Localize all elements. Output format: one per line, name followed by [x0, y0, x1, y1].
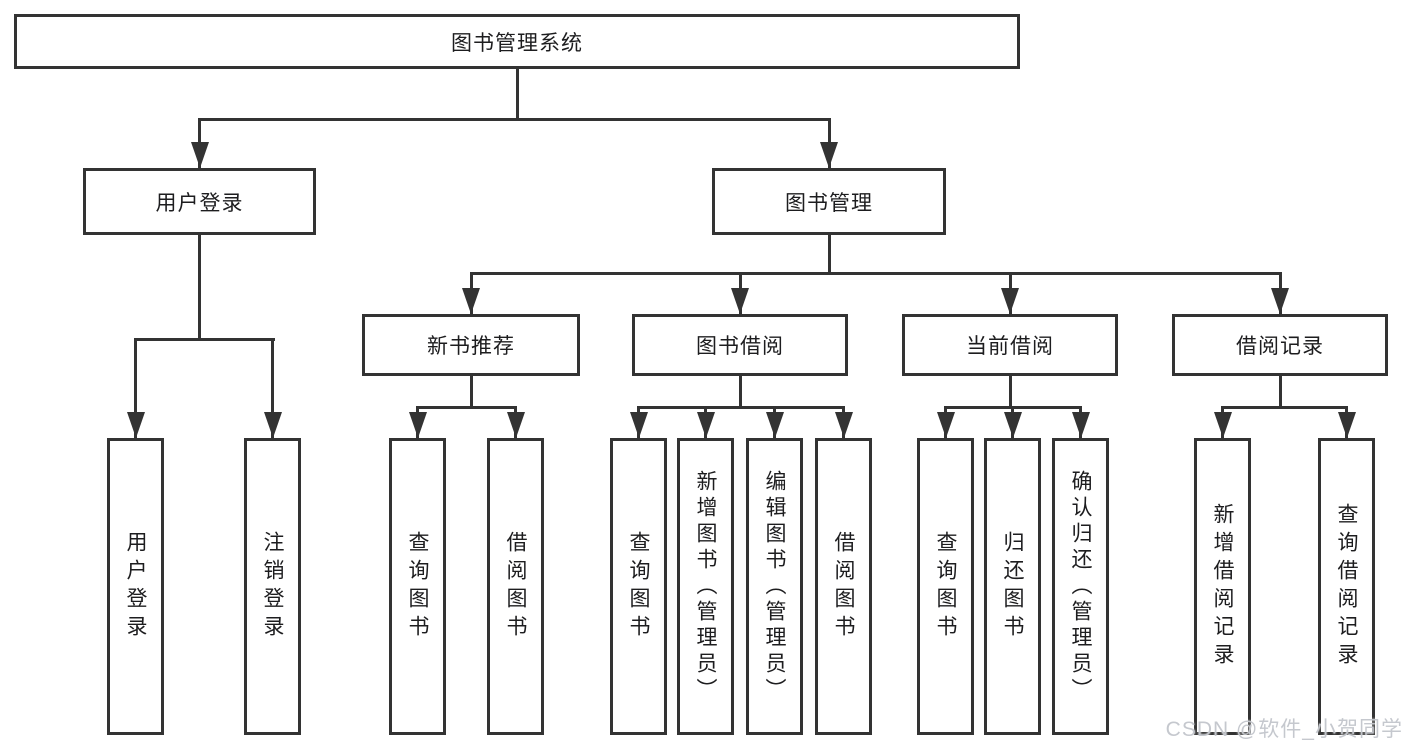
leaf-newbook-borrow-books: 借阅图书 [487, 438, 544, 735]
leaf-user-login-label: 用户登录 [124, 530, 147, 643]
leaf-current-confirm-return-admin-label: 确认归还（管理员） [1069, 469, 1092, 704]
connector-user-login-stem [198, 235, 201, 338]
arrowhead-records-query [1337, 412, 1356, 438]
leaf-borrow-query-books-label: 查询图书 [627, 530, 650, 643]
node-book-management: 图书管理 [712, 168, 946, 235]
connector-new-book-stem [469, 376, 473, 406]
leaf-records-query-record: 查询借阅记录 [1318, 438, 1375, 735]
arrowhead-current-borrow [1001, 288, 1019, 314]
arrowhead-current-confirm [1071, 412, 1090, 438]
arrowhead-borrow-borrow [834, 412, 853, 438]
node-borrow-records: 借阅记录 [1172, 314, 1388, 376]
connector-book-manage-rail [469, 272, 1282, 275]
node-user-login-label: 用户登录 [155, 191, 244, 215]
connector-new-book-rail [416, 406, 517, 409]
arrowhead-new-book [462, 288, 480, 314]
arrowhead-leaf-login [126, 412, 145, 438]
leaf-newbook-query-books-label: 查询图书 [406, 530, 429, 643]
leaf-borrow-add-books-admin-label: 新增图书（管理员） [694, 469, 717, 704]
connector-book-manage-stem [827, 235, 831, 272]
leaf-borrow-edit-books-admin: 编辑图书（管理员） [746, 438, 803, 735]
csdn-watermark: CSDN @软件_小贺同学 [1165, 718, 1403, 741]
leaf-borrow-add-books-admin: 新增图书（管理员） [677, 438, 734, 735]
leaf-current-query-books: 查询图书 [917, 438, 974, 735]
connector-book-borrow-rail [637, 406, 845, 409]
leaf-newbook-borrow-books-label: 借阅图书 [504, 530, 527, 643]
leaf-current-return-books-label: 归还图书 [1001, 530, 1024, 643]
arrowhead-book-borrow [731, 288, 749, 314]
node-current-borrow: 当前借阅 [902, 314, 1118, 376]
node-new-book-recommend: 新书推荐 [362, 314, 580, 376]
connector-user-login-rail [134, 338, 275, 341]
connector-root-stem [515, 69, 519, 119]
arrowhead-book-manage [820, 142, 838, 168]
leaf-records-add-record: 新增借阅记录 [1194, 438, 1251, 735]
leaf-current-confirm-return-admin: 确认归还（管理员） [1052, 438, 1109, 735]
connector-borrow-records-rail [1221, 406, 1348, 409]
connector-current-borrow-stem [1008, 376, 1012, 406]
leaf-borrow-borrow-books-label: 借阅图书 [832, 530, 855, 643]
node-root: 图书管理系统 [14, 14, 1020, 69]
connector-borrow-records-stem [1278, 376, 1282, 406]
arrowhead-borrow-edit [765, 412, 784, 438]
leaf-current-query-books-label: 查询图书 [934, 530, 957, 643]
arrowhead-current-query [936, 412, 955, 438]
node-user-login: 用户登录 [83, 168, 316, 235]
connector-root-rail [198, 118, 830, 121]
leaf-borrow-borrow-books: 借阅图书 [815, 438, 872, 735]
connector-drop-leaf-login [134, 338, 137, 438]
leaf-user-login: 用户登录 [107, 438, 164, 735]
arrowhead-newbook-query [408, 412, 427, 438]
arrowhead-borrow-record [1271, 288, 1289, 314]
node-book-borrow-label: 图书借阅 [696, 335, 784, 358]
arrowhead-records-add [1213, 412, 1232, 438]
leaf-records-add-record-label: 新增借阅记录 [1211, 502, 1234, 671]
arrowhead-current-return [1003, 412, 1022, 438]
leaf-logout-label: 注销登录 [261, 530, 284, 643]
node-root-label: 图书管理系统 [451, 31, 583, 55]
arrowhead-newbook-borrow [506, 412, 525, 438]
leaf-records-query-record-label: 查询借阅记录 [1335, 502, 1358, 671]
leaf-newbook-query-books: 查询图书 [389, 438, 446, 735]
node-new-book-recommend-label: 新书推荐 [427, 335, 515, 358]
connector-book-borrow-stem [738, 376, 742, 406]
leaf-current-return-books: 归还图书 [984, 438, 1041, 735]
leaf-logout: 注销登录 [244, 438, 301, 735]
arrowhead-borrow-add [696, 412, 715, 438]
arrowhead-borrow-query [629, 412, 648, 438]
leaf-borrow-edit-books-admin-label: 编辑图书（管理员） [763, 469, 786, 704]
leaf-borrow-query-books: 查询图书 [610, 438, 667, 735]
node-book-management-label: 图书管理 [785, 191, 873, 215]
node-current-borrow-label: 当前借阅 [966, 335, 1054, 358]
connector-drop-leaf-logout [271, 338, 274, 438]
arrowhead-user-login [190, 142, 209, 168]
node-book-borrow: 图书借阅 [632, 314, 848, 376]
node-borrow-records-label: 借阅记录 [1236, 335, 1324, 358]
arrowhead-leaf-logout [263, 412, 282, 438]
